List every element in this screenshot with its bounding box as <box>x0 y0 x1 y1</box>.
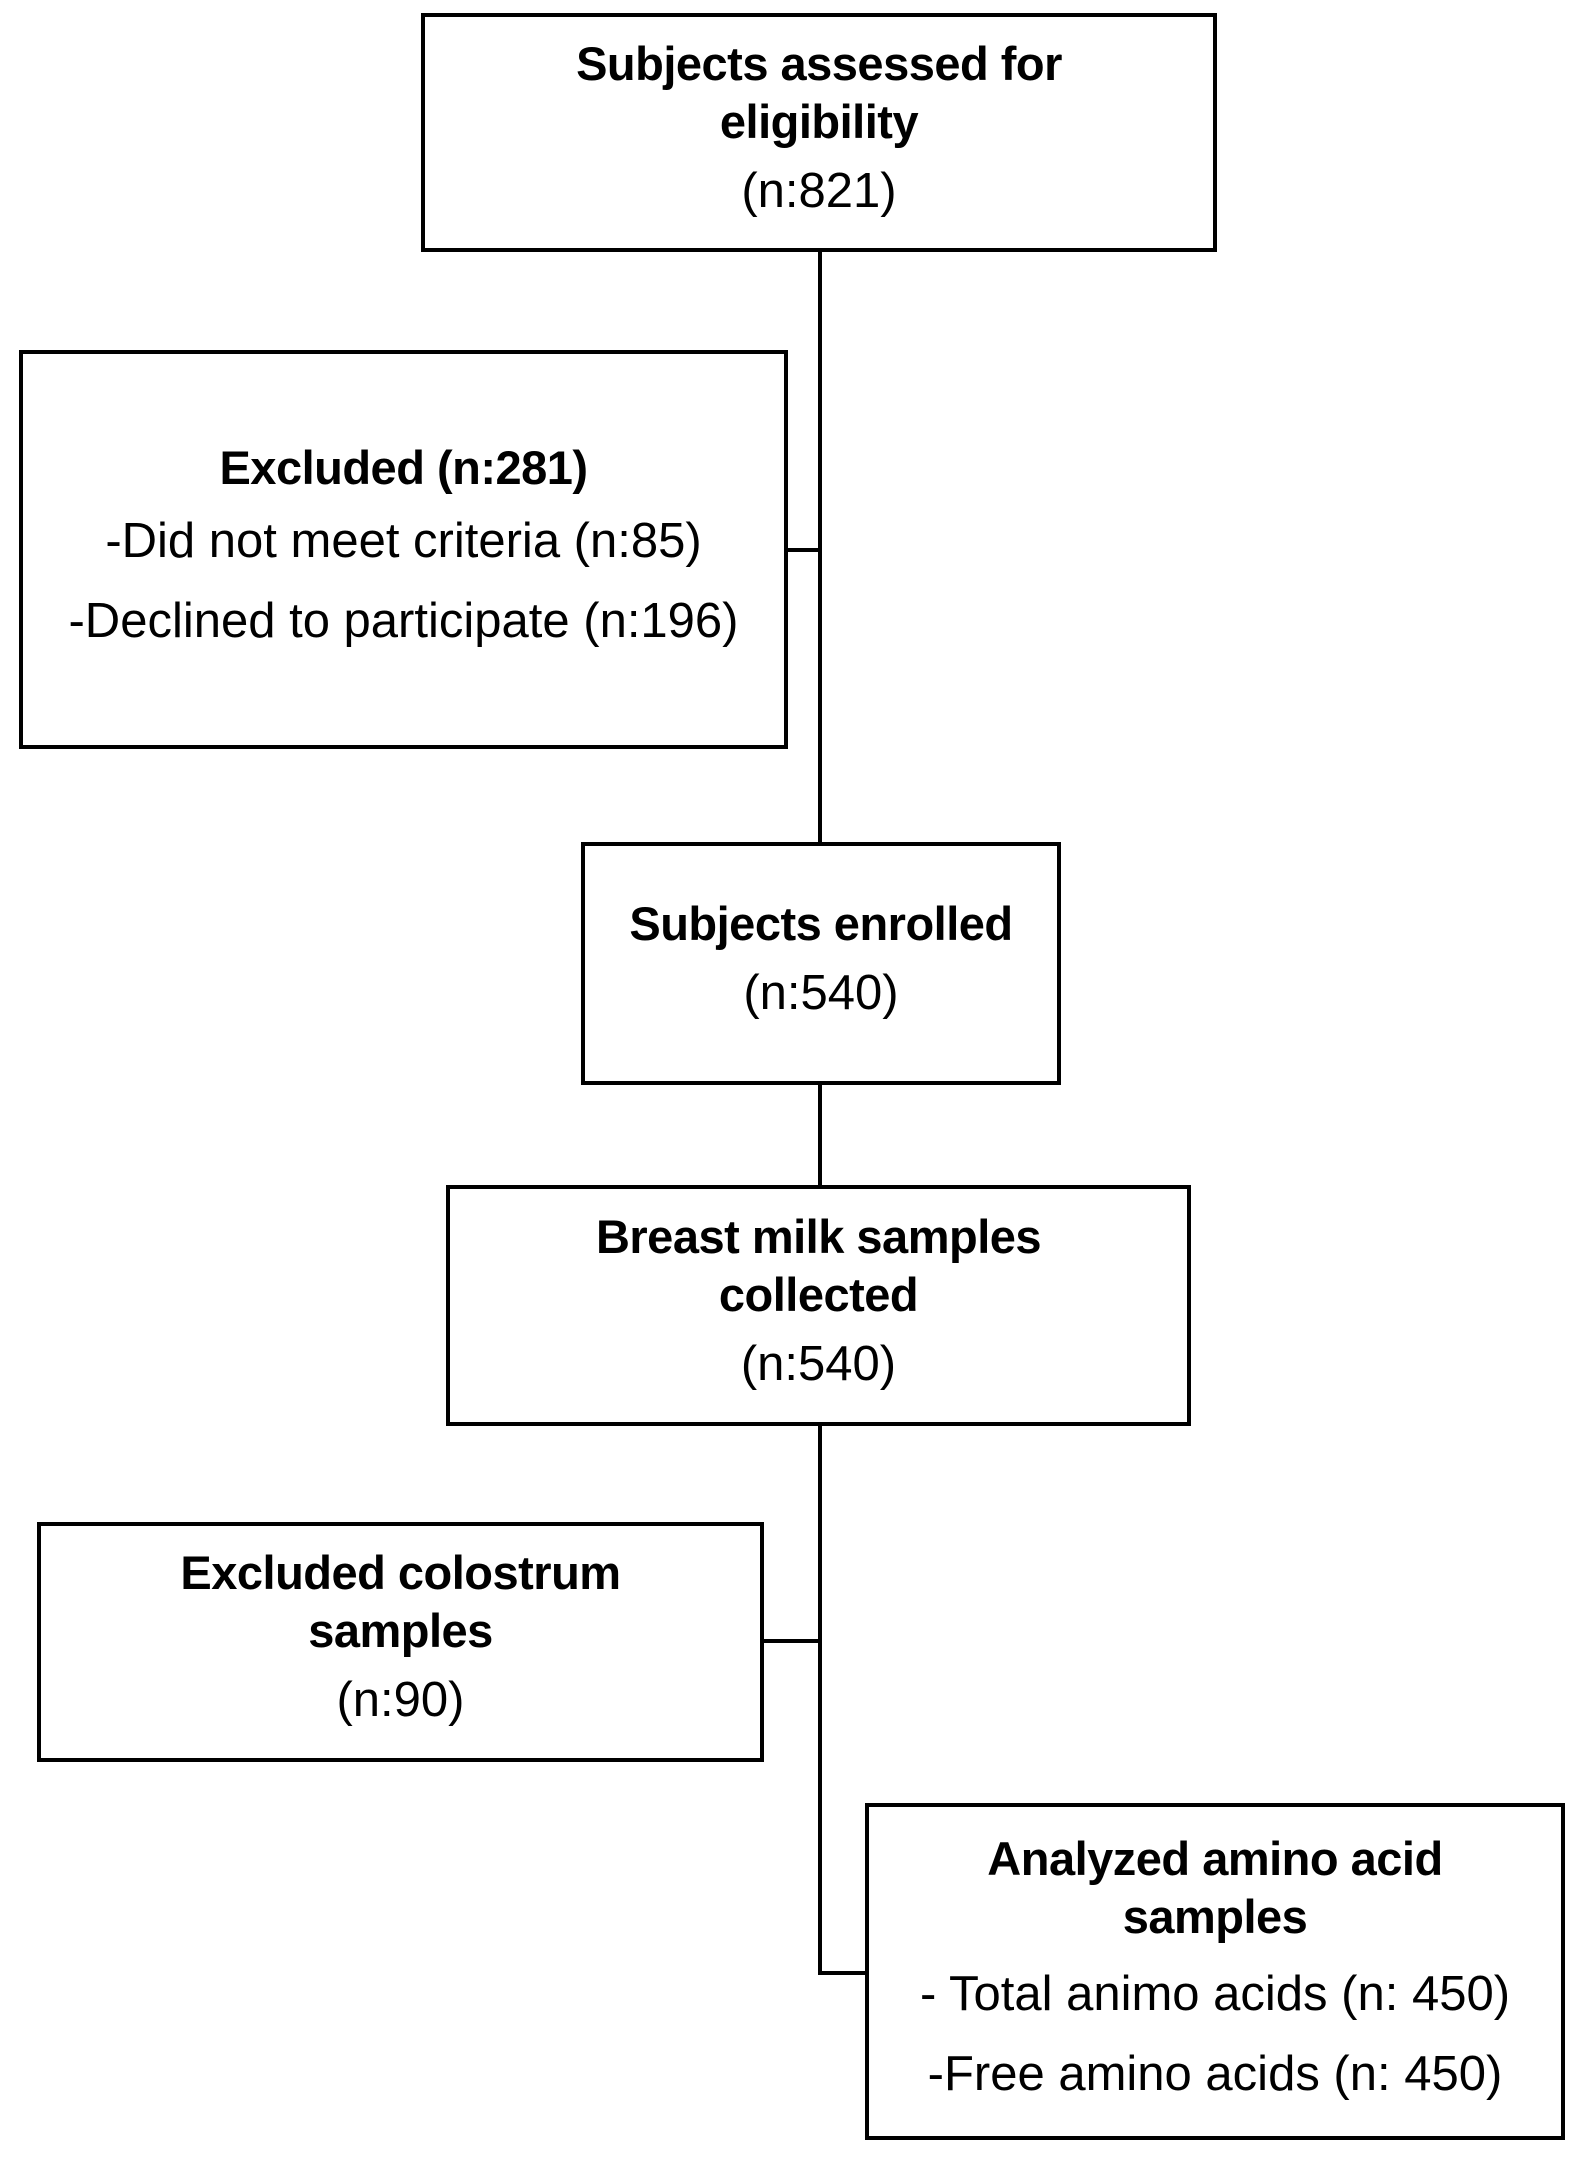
enrolled-box: Subjects enrolled (n:540) <box>581 842 1061 1085</box>
excluded-colostrum-box: Excluded colostrum samples (n:90) <box>37 1522 764 1762</box>
assessed-count: (n:821) <box>741 163 897 218</box>
assessed-title: Subjects assessed for eligibility <box>576 36 1062 148</box>
collected-count: (n:540) <box>740 1336 897 1391</box>
analyzed-total-amino-acids: - Total animo acids (n: 450) <box>919 1966 1511 2021</box>
collected-box: Breast milk samples collected (n:540) <box>446 1185 1191 1426</box>
enrolled-count: (n:540) <box>743 965 899 1020</box>
collected-title: Breast milk samples collected <box>595 1209 1042 1321</box>
excluded-reason-declined: -Declined to participate (n:196) <box>68 593 739 648</box>
excluded-reason-criteria: -Did not meet criteria (n:85) <box>105 513 702 568</box>
excluded-colostrum-count: (n:90) <box>336 1673 465 1727</box>
assessed-box: Subjects assessed for eligibility (n:821… <box>421 13 1217 252</box>
analyzed-title: Analyzed amino acid samples <box>987 1831 1443 1943</box>
excluded-box: Excluded (n:281) -Did not meet criteria … <box>19 350 788 749</box>
excluded-title: Excluded (n:281) <box>219 440 588 494</box>
analyzed-free-amino-acids: -Free amino acids (n: 450) <box>927 2046 1503 2101</box>
analyzed-box: Analyzed amino acid samples - Total anim… <box>865 1803 1565 2140</box>
enrolled-title: Subjects enrolled <box>629 896 1013 950</box>
excluded-colostrum-title: Excluded colostrum samples <box>180 1546 621 1657</box>
